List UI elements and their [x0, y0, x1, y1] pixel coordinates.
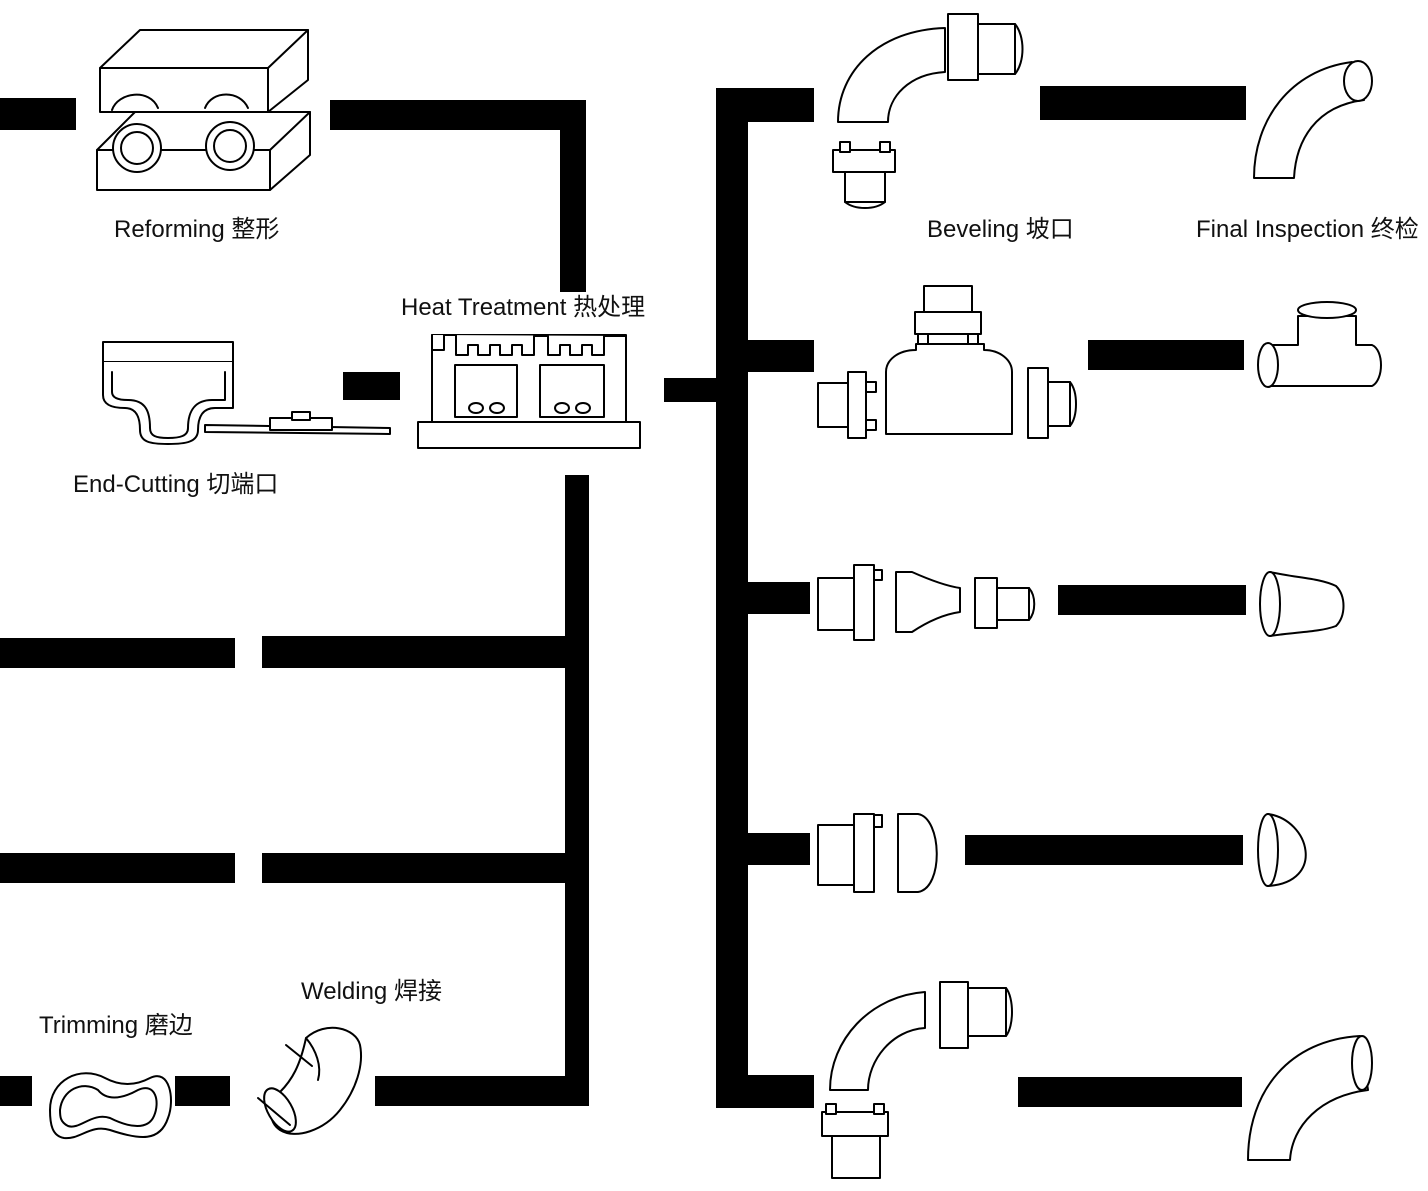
- connector: [330, 100, 585, 130]
- final-elbow-long-illustration: [1247, 1035, 1373, 1161]
- final-cap-illustration: [1257, 813, 1307, 887]
- label-final-inspection: Final Inspection 终检: [1196, 216, 1419, 243]
- beveling-tee-illustration: [817, 285, 1077, 439]
- connector: [343, 372, 400, 400]
- connector: [1088, 340, 1244, 370]
- connector: [1018, 1077, 1242, 1107]
- connector: [965, 835, 1243, 865]
- connector: [0, 638, 235, 668]
- connector: [375, 1076, 589, 1106]
- label-trimming: Trimming 磨边: [39, 1012, 193, 1039]
- beveling-cap-illustration: [817, 813, 938, 893]
- connector: [1040, 86, 1246, 120]
- connector: [716, 582, 810, 614]
- heat-treatment-furnace-illustration: [417, 334, 641, 449]
- connector: [262, 853, 582, 883]
- connector: [262, 636, 582, 668]
- label-end-cutting: End-Cutting 切端口: [73, 471, 279, 498]
- label-welding: Welding 焊接: [301, 978, 442, 1005]
- reforming-press-illustration: [96, 29, 311, 191]
- flow-connectors-left: [0, 98, 589, 1106]
- connector: [716, 88, 814, 122]
- connector: [1058, 585, 1246, 615]
- beveling-elbow-illustration: [832, 13, 1024, 209]
- label-heat-treatment: Heat Treatment 热处理: [401, 294, 646, 321]
- final-reducer-illustration: [1259, 571, 1345, 637]
- label-beveling: Beveling 坡口: [927, 216, 1074, 243]
- connector: [664, 378, 724, 402]
- beveling-reducer-illustration: [817, 564, 1036, 641]
- label-reforming: Reforming 整形: [114, 216, 280, 243]
- connector: [560, 100, 586, 292]
- end-cutting-illustration: [102, 341, 391, 445]
- trimming-illustration: [49, 1072, 172, 1140]
- connector: [0, 98, 76, 130]
- connector: [716, 340, 814, 372]
- connector: [716, 1075, 814, 1108]
- connector: [0, 853, 235, 883]
- beveling-elbow-long-illustration: [821, 981, 1013, 1179]
- connector: [175, 1076, 230, 1106]
- final-tee-illustration: [1257, 301, 1382, 388]
- welding-illustration: [257, 1026, 362, 1135]
- connector: [0, 1076, 32, 1106]
- final-elbow-illustration: [1253, 60, 1373, 179]
- connector: [716, 833, 810, 865]
- flow-connectors-right: [664, 86, 1246, 1108]
- connector: [565, 475, 589, 1080]
